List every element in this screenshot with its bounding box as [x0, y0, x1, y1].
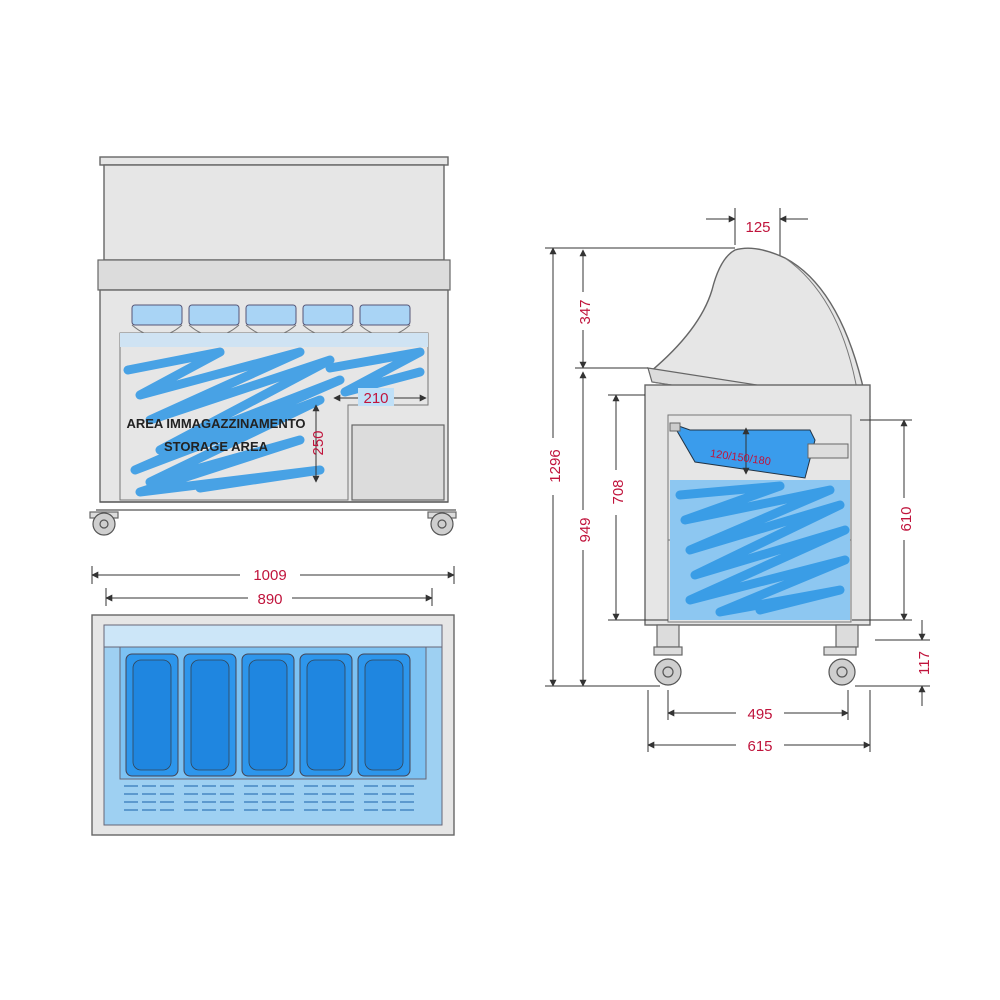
front-view: AREA IMMAGAZZINAMENTO STORAGE AREA 210 2…: [89, 156, 457, 536]
canopy-top: [99, 156, 449, 166]
dim-615-text: 615: [747, 738, 772, 755]
storage-top-band: [120, 333, 428, 347]
storage-label-en: STORAGE AREA: [164, 439, 269, 454]
canopy-glass: [103, 164, 445, 261]
dim-1009-text: 1009: [253, 567, 286, 584]
pan-row: [131, 304, 411, 337]
dim-117-text: 117: [916, 651, 933, 675]
front-wheel-left: [89, 511, 119, 536]
front-wheel-right: [427, 511, 457, 536]
dim-210-text: 210: [363, 390, 388, 407]
top-pans: [125, 653, 411, 777]
dim-210-bg: [358, 388, 394, 406]
front-rail: [97, 259, 451, 291]
vent-grille: [124, 785, 414, 811]
dim-347-text: 347: [577, 299, 594, 324]
side-compartment: [351, 424, 445, 501]
side-leg-left: [656, 624, 680, 648]
side-wheel-right: [823, 646, 857, 686]
top-view: 1009 890: [91, 566, 455, 836]
dim-610-text: 610: [898, 506, 915, 531]
dim-250-text: 250: [310, 430, 327, 455]
storage-label-it: AREA IMMAGAZZINAMENTO: [126, 416, 305, 431]
dim-1296-text: 1296: [547, 449, 564, 482]
side-leg-right: [835, 624, 859, 648]
side-wheel-left: [653, 646, 683, 686]
side-view: 125 120/150/180: [545, 208, 933, 755]
dim-125-text: 125: [745, 219, 770, 236]
side-inner: [667, 414, 852, 623]
dim-708-text: 708: [610, 479, 627, 504]
dim-890-text: 890: [257, 591, 282, 608]
dim-495-text: 495: [747, 706, 772, 723]
dim-949-text: 949: [577, 517, 594, 542]
